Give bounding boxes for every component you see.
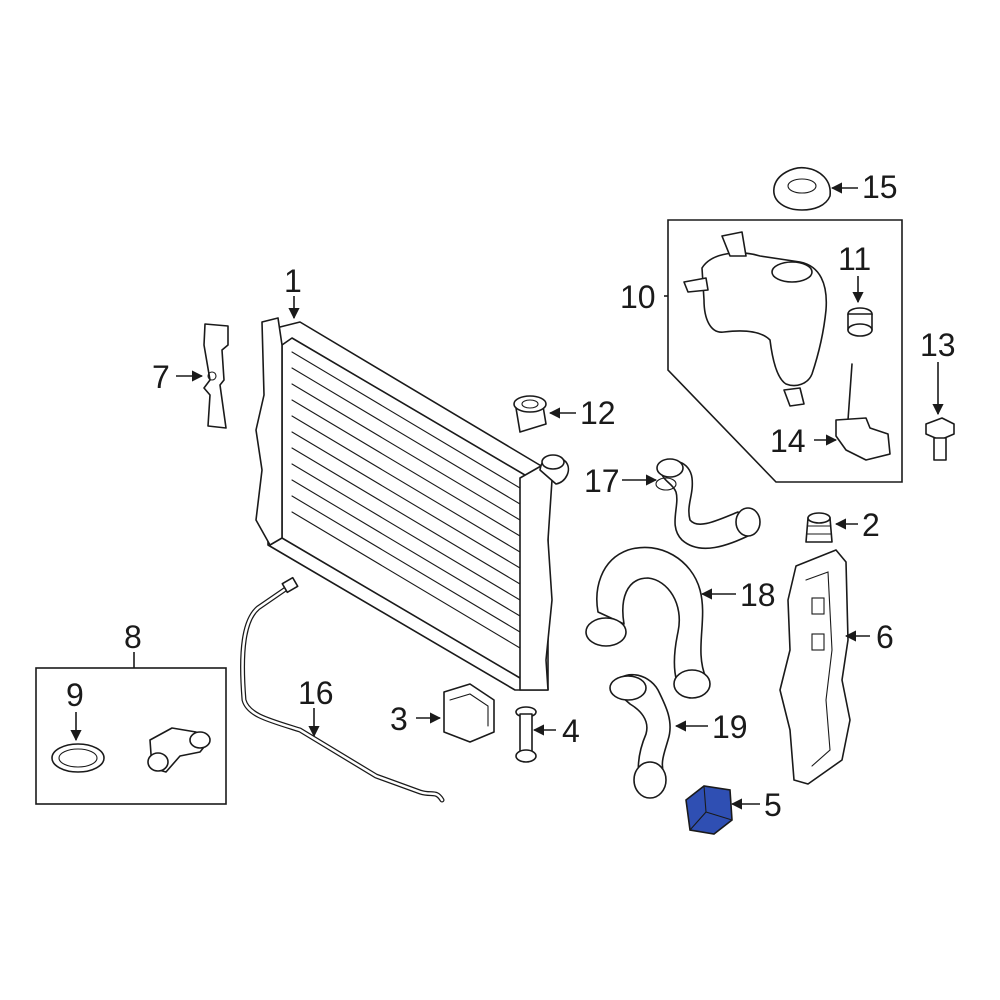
part-1-radiator — [255, 317, 570, 691]
callout-5: 5 — [764, 787, 782, 823]
leader-lines — [70, 182, 944, 810]
callout-13: 13 — [920, 327, 956, 363]
callout-11: 11 — [838, 241, 871, 277]
callout-6: 6 — [876, 619, 894, 655]
callout-16: 16 — [298, 675, 334, 711]
callout-14: 14 — [770, 423, 806, 459]
part-5-mount — [685, 785, 733, 835]
part-18-lower-hose — [585, 546, 711, 699]
part-2-bumper — [805, 512, 833, 543]
callout-17: 17 — [584, 463, 620, 499]
callout-12: 12 — [580, 395, 616, 431]
part-13-bolt — [925, 417, 955, 461]
callout-19: 19 — [712, 709, 748, 745]
part-12-grommet — [513, 395, 547, 433]
part-16-pipe — [240, 576, 445, 803]
part-17-upper-hose — [655, 458, 761, 550]
callout-18: 18 — [740, 577, 776, 613]
callout-2: 2 — [862, 507, 880, 543]
part-6-air-duct — [779, 549, 851, 785]
part-11-plug — [847, 307, 873, 337]
callout-15: 15 — [862, 169, 898, 205]
callout-8: 8 — [124, 619, 142, 655]
part-4-pin — [515, 706, 537, 763]
group-8-box — [35, 667, 227, 805]
callout-9: 9 — [66, 677, 84, 713]
callout-7: 7 — [152, 359, 170, 395]
part-7-bracket — [203, 323, 229, 429]
callout-10: 10 — [620, 279, 656, 315]
part-15-cap — [773, 166, 831, 211]
callout-4: 4 — [562, 713, 580, 749]
group-10-box — [667, 219, 903, 483]
callout-1: 1 — [284, 263, 302, 299]
part-3-mount — [443, 683, 495, 743]
callout-3: 3 — [390, 701, 408, 737]
part-19-hose — [609, 673, 671, 799]
